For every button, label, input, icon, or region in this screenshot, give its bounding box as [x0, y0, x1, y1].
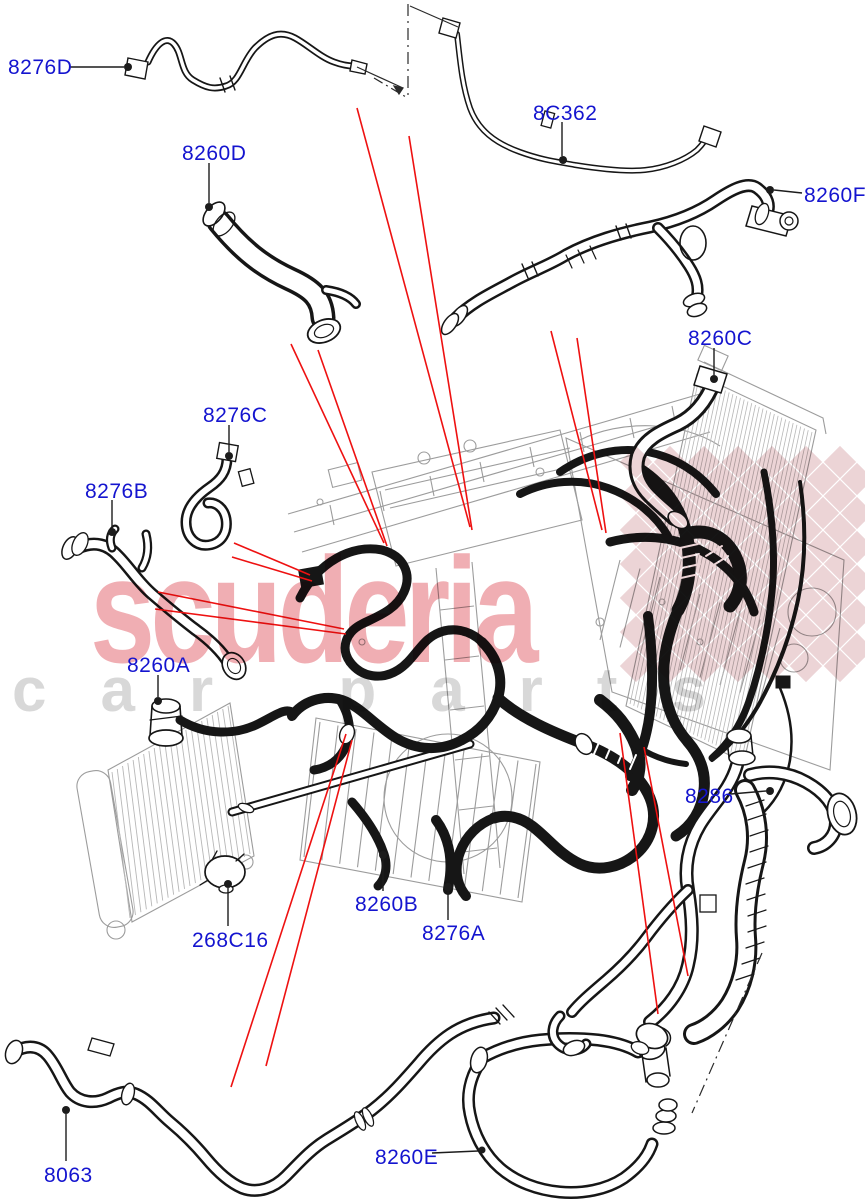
part-8286-assembly [547, 728, 858, 1057]
part-label-8276D[interactable]: 8276D [8, 56, 73, 79]
part-label-8260E[interactable]: 8260E [375, 1146, 439, 1169]
part-label-8276B[interactable]: 8276B [85, 480, 149, 503]
part-label-8276A[interactable]: 8276A [422, 922, 486, 945]
part-label-8260A[interactable]: 8260A [127, 654, 191, 677]
part-label-8260F[interactable]: 8260F [804, 184, 865, 207]
loose-parts [4, 17, 858, 1199]
part-8063-hose [4, 1004, 515, 1197]
part-8276B-hose [61, 524, 247, 681]
part-label-8260D[interactable]: 8260D [182, 142, 247, 165]
red-leader-lines [154, 107, 689, 1088]
part-label-268C16[interactable]: 268C16 [192, 929, 269, 952]
part-label-8260B[interactable]: 8260B [355, 893, 419, 916]
part-label-8276C[interactable]: 8276C [203, 404, 268, 427]
part-268C16-valve [199, 850, 246, 894]
part-label-8286[interactable]: 8286 [685, 785, 734, 808]
cross-pipe [227, 739, 475, 817]
part-8C362-pipe [438, 17, 722, 174]
part-8260F-hose [440, 179, 799, 336]
part-label-8260C[interactable]: 8260C [688, 327, 753, 350]
view-boundary-lines [356, 4, 763, 1114]
part-label-8C362[interactable]: 8C362 [533, 102, 598, 125]
part-8276C-hose [180, 441, 255, 551]
part-label-8063[interactable]: 8063 [44, 1164, 93, 1187]
label-leaders [62, 63, 803, 1161]
part-8276D-pipe [124, 30, 368, 93]
part-8260D-hose [202, 201, 361, 344]
